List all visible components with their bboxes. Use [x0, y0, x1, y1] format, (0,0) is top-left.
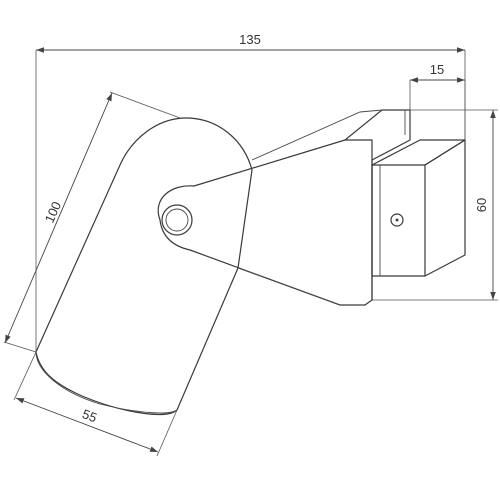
- pivot-hole-outer: [161, 204, 193, 236]
- extension-line-length-bottom: [3, 341, 37, 353]
- lamp-cylinder: [35, 117, 253, 415]
- arm-bottom-edge: [237, 267, 341, 306]
- arm-outline: [157, 109, 411, 306]
- mount-screw-hole: [390, 213, 404, 227]
- dimension-line-diameter: [15, 397, 159, 453]
- dimension-body-diameter: 55: [13, 351, 178, 457]
- dimension-body-length: 100: [3, 91, 181, 353]
- cylinder-outline: [35, 117, 253, 415]
- label-mount-height: 60: [474, 198, 489, 212]
- extension-line-diameter-left: [13, 351, 37, 401]
- mount-screw-center: [395, 218, 399, 222]
- dimension-overall-width: 135: [35, 32, 466, 352]
- extension-line-length-top: [109, 91, 181, 119]
- arm-top-edge: [251, 109, 383, 161]
- label-body-diameter: 55: [80, 406, 99, 425]
- pivot-hole-inner: [165, 208, 189, 232]
- plate-side: [344, 139, 373, 301]
- label-mount-depth: 15: [430, 62, 444, 77]
- label-body-length: 100: [42, 199, 65, 225]
- arm-bracket: [157, 109, 411, 306]
- label-overall-width: 135: [239, 32, 261, 47]
- extension-line-diameter-right: [156, 409, 178, 457]
- mount-side-face: [424, 139, 466, 277]
- dimension-mount-depth: 15: [409, 62, 466, 140]
- wall-mount-box: [371, 139, 466, 277]
- dimension-line-length: [4, 92, 113, 344]
- dimension-mount-height: 60: [372, 109, 498, 301]
